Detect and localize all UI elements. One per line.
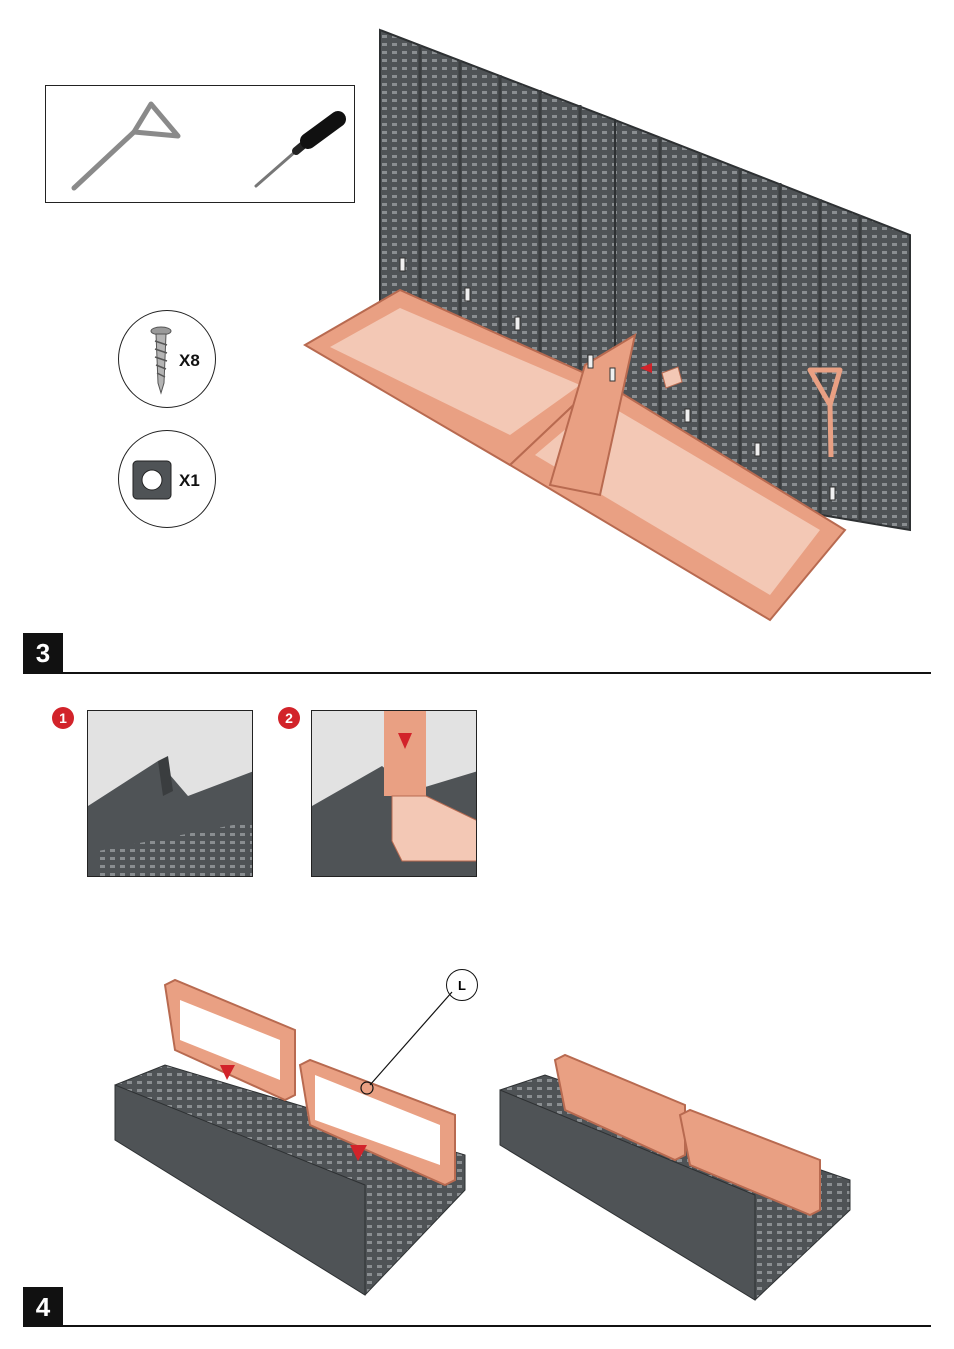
substep-2-badge: 2 (278, 707, 300, 729)
nut-quantity-circle: X1 (118, 430, 216, 528)
substep-1-detail (87, 710, 253, 877)
substep-2-image (312, 711, 477, 877)
nut-quantity: X1 (179, 471, 200, 491)
screw-icon (147, 325, 175, 395)
step-3-number: 3 (23, 633, 63, 673)
step-3-rule (23, 672, 931, 674)
substep-1-badge: 1 (52, 707, 74, 729)
hex-key-icon (56, 96, 186, 196)
substep-2-detail (311, 710, 477, 877)
box-assembly-after-illustration (495, 1045, 855, 1305)
step-4-rule (23, 1325, 931, 1327)
step-4-number: 4 (23, 1287, 63, 1327)
wall-assembly-illustration (300, 25, 920, 625)
screw-quantity: X8 (179, 351, 200, 371)
substep-1-image (88, 711, 253, 877)
screw-quantity-circle: X8 (118, 310, 216, 408)
callout-leader-line (360, 990, 470, 1100)
square-nut-icon (131, 459, 173, 501)
